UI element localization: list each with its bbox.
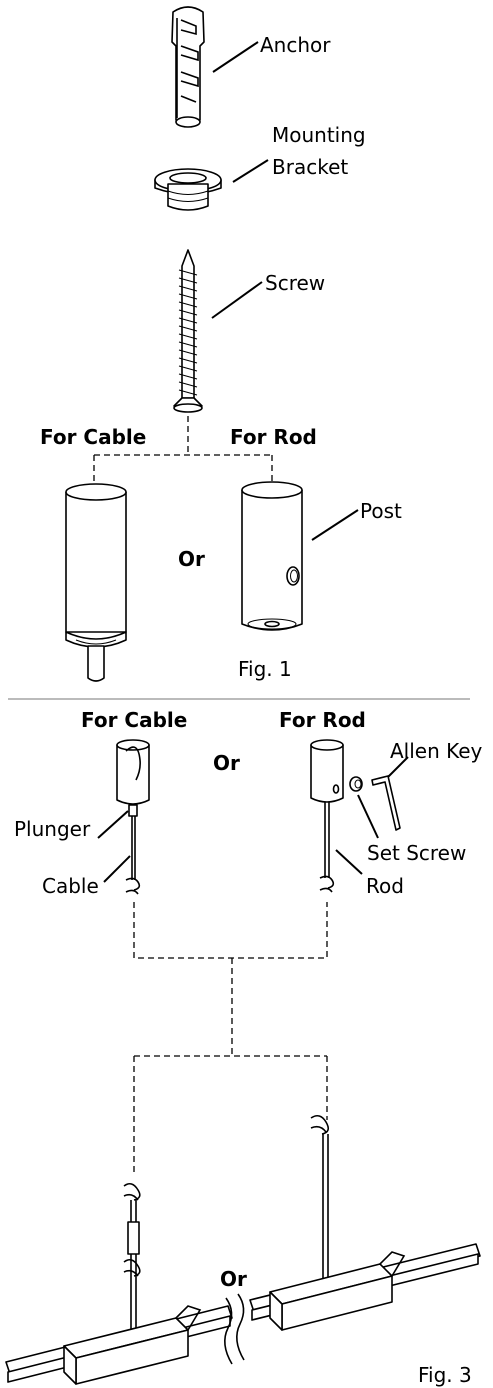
cable-label: Cable: [42, 874, 99, 898]
rod-post-part: [241, 481, 303, 631]
for-cable-label-fig1: For Cable: [40, 425, 146, 449]
rod-carrier: [269, 1251, 406, 1331]
for-rod-label-fig3: For Rod: [279, 708, 366, 732]
screw-label: Screw: [265, 271, 325, 295]
bracket-label: Bracket: [272, 155, 348, 179]
or-label-fig3-bottom: Or: [220, 1267, 247, 1291]
suspended-cable: [123, 1182, 141, 1346]
rod-label: Rod: [366, 874, 404, 898]
fig1-caption: Fig. 1: [238, 657, 292, 681]
screw-part: [173, 249, 203, 413]
or-label-fig3-top: Or: [213, 751, 240, 775]
cable-assembly: [116, 739, 150, 895]
for-rod-label-fig1: For Rod: [230, 425, 317, 449]
post-label: Post: [360, 499, 402, 523]
mounting-label: Mounting: [272, 123, 366, 147]
or-label-fig1: Or: [178, 547, 205, 571]
anchor-label: Anchor: [260, 33, 331, 57]
cable-carrier: [63, 1305, 202, 1385]
plunger-label: Plunger: [14, 817, 91, 841]
allen-key-label: Allen Key: [390, 739, 483, 763]
set-screw-part: [349, 776, 363, 792]
rod-assembly: [310, 739, 344, 893]
set-screw-label: Set Screw: [367, 841, 466, 865]
cable-post-part: [65, 483, 127, 682]
for-cable-label-fig3: For Cable: [81, 708, 187, 732]
fig3-caption: Fig. 3: [418, 1363, 472, 1387]
anchor-part: [171, 6, 205, 128]
suspended-rod: [310, 1114, 330, 1300]
figure-3: For Cable For Rod Plunger Cable Or: [5, 708, 483, 1387]
allen-key-part: [371, 775, 401, 831]
figure-1: Anchor Mounting Bracket Screw For Cable …: [40, 6, 402, 682]
mounting-bracket-part: [154, 168, 222, 211]
